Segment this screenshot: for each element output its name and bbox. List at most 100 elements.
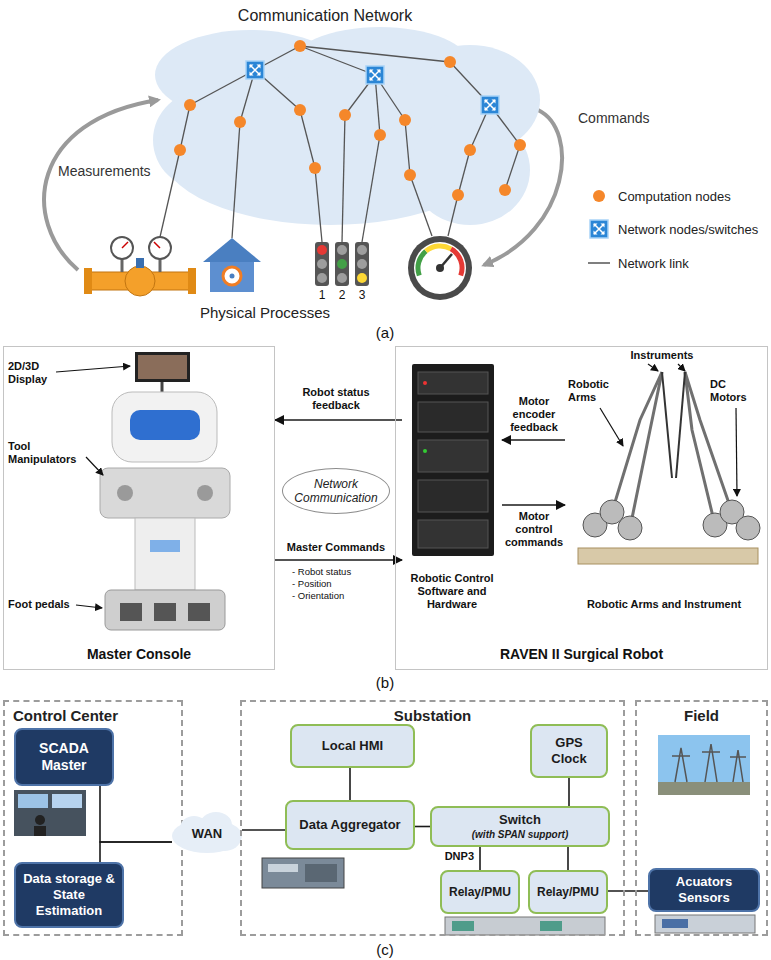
node-text: Network Communication (291, 477, 381, 505)
aggregator-device (268, 864, 298, 872)
aggregator-device (262, 858, 344, 888)
traffic-lights (357, 245, 367, 255)
connector (502, 504, 565, 506)
legend-text: Computation nodes (618, 189, 731, 204)
part-label: Robotic Arms (568, 378, 626, 404)
group-label: Physical Processes (165, 304, 365, 322)
computation-node (339, 109, 351, 121)
robot-arms-image (676, 372, 685, 478)
network-link (315, 168, 322, 242)
network-cloud: Communication Network (110, 4, 540, 236)
computation-node (174, 40, 526, 201)
control-rack-image (418, 372, 488, 394)
computation-node (294, 40, 306, 52)
connector (349, 768, 351, 800)
aggregator-device (305, 864, 337, 882)
relay-device (445, 917, 605, 935)
traffic-lights (355, 242, 369, 286)
connector (242, 829, 285, 831)
network-link (505, 145, 520, 190)
connector-label: Master Commands (280, 541, 392, 554)
arrow-label: Measurements (58, 163, 156, 180)
valve-icon (125, 266, 155, 296)
control-room-photo (14, 790, 86, 836)
control-rack-image (418, 440, 488, 472)
leader-line (56, 366, 130, 372)
console-panel: Master Console (3, 346, 275, 670)
master-console-image (150, 540, 180, 552)
traffic-lights (317, 273, 327, 283)
node-text: Field (684, 707, 719, 725)
network-link (180, 105, 190, 150)
traffic-lights (315, 242, 369, 286)
valve-icon (122, 242, 128, 248)
aggregator-device (262, 858, 344, 888)
field-photo (730, 750, 746, 782)
traffic-lights (337, 259, 347, 269)
region-box: SubstationLocal HMIGPS ClockData Aggrega… (240, 700, 625, 936)
control-rack-image (418, 520, 488, 548)
arrow-label: Commands (578, 110, 658, 127)
master-console-image (100, 468, 230, 518)
relay-box: Relay/PMU (528, 870, 608, 914)
network-link (232, 122, 240, 238)
connector (275, 419, 402, 421)
traffic-lights (337, 273, 347, 283)
leader-line (86, 457, 103, 475)
control-rack-image (423, 449, 427, 453)
relay-box: Relay/PMU (440, 870, 520, 914)
legend-swatch (588, 218, 610, 240)
gauge-icon (418, 251, 426, 275)
robot-arms-image (578, 548, 758, 564)
node-text: RAVEN II Surgical Robot (500, 646, 663, 663)
robot-arms-image (736, 516, 760, 540)
signal-item: - Orientation (292, 590, 392, 601)
connector (568, 778, 570, 806)
signal-item: - Position (292, 578, 392, 589)
callout-number: 3 (356, 288, 368, 302)
wan-cloud: WAN (172, 810, 242, 856)
switch-box: Switch(with SPAN support) (430, 806, 610, 847)
robot-arms-image (583, 500, 760, 540)
part-label: Foot pedals (8, 598, 90, 611)
callout-number: 2 (336, 288, 348, 302)
master-console-image (100, 352, 230, 630)
connector-label: DNP3 (436, 850, 474, 863)
gauge-icon (414, 242, 466, 294)
clock-box: GPS Clock (530, 724, 608, 778)
gauge-icon (426, 246, 451, 251)
network-link (448, 195, 458, 236)
node-text: Substation (394, 707, 472, 725)
legend-item: Network nodes/switches (588, 218, 758, 240)
network-link (362, 135, 380, 242)
traffic-lights (337, 245, 347, 255)
master-console-image (117, 485, 133, 501)
valve-icon (84, 237, 196, 296)
node-text: Communication Network (238, 6, 412, 25)
cloud-fill (410, 115, 530, 225)
field-photo (702, 744, 720, 782)
connector (502, 439, 565, 441)
network-link (342, 115, 345, 242)
computation-node (374, 129, 386, 141)
network-link (300, 46, 450, 62)
node-text: WAN (192, 826, 222, 841)
signal-item: - Robot status (292, 566, 392, 577)
legend-item: Network link (588, 252, 689, 274)
connector-label: Robot status feedback (280, 386, 392, 412)
robot-arms-image (662, 372, 685, 478)
part-label: 2D/3D Display (8, 360, 70, 386)
traffic-lights (315, 242, 329, 286)
valve-icon (111, 237, 133, 259)
valve-icon (154, 242, 160, 248)
leader-line (76, 605, 102, 608)
traffic-lights (317, 259, 327, 269)
connector (100, 786, 172, 842)
node-text: (with SPAN support) (472, 828, 568, 841)
cloud-shape (153, 27, 540, 242)
cloud-shape (110, 4, 540, 236)
gauge-icon (408, 236, 472, 300)
panel-letter: (b) (355, 674, 415, 692)
house-icon (203, 238, 261, 262)
house-icon (230, 274, 235, 279)
